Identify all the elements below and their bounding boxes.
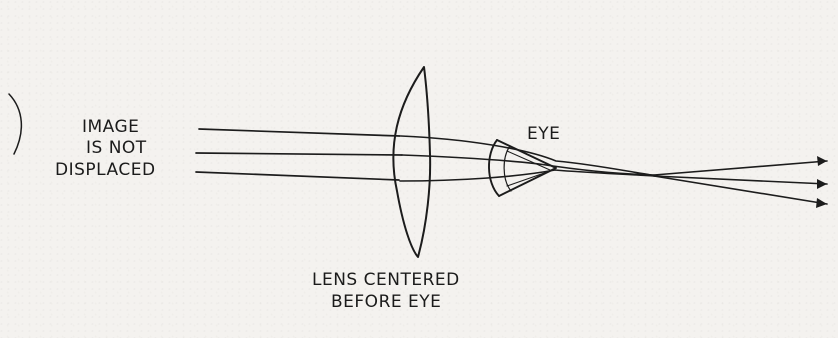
- outgoing-ray-top: [654, 161, 827, 175]
- lens-shape: [393, 67, 430, 257]
- incoming-ray-middle: [196, 153, 402, 155]
- eye-front-arc: [489, 140, 499, 196]
- scan-mark: [9, 94, 21, 154]
- arrowhead-top: [817, 156, 827, 166]
- image-label-line-1: IMAGE: [82, 117, 139, 137]
- image-label-line-2: IS NOT: [86, 138, 147, 158]
- lens-label-line-2: BEFORE EYE: [331, 292, 441, 312]
- eye-outline: [497, 140, 556, 196]
- incoming-ray-top: [199, 129, 400, 136]
- eye-crease: [507, 151, 550, 170]
- image-label-line-3: DISPLACED: [55, 160, 156, 180]
- arrowhead-middle: [817, 179, 827, 189]
- lens-label-line-1: LENS CENTERED: [312, 270, 460, 290]
- eye-crease-lower: [507, 171, 550, 186]
- eye-label: EYE: [527, 124, 560, 144]
- incoming-ray-bottom: [196, 172, 399, 180]
- converging-ray-middle: [402, 155, 654, 175]
- converging-ray-top: [401, 136, 651, 175]
